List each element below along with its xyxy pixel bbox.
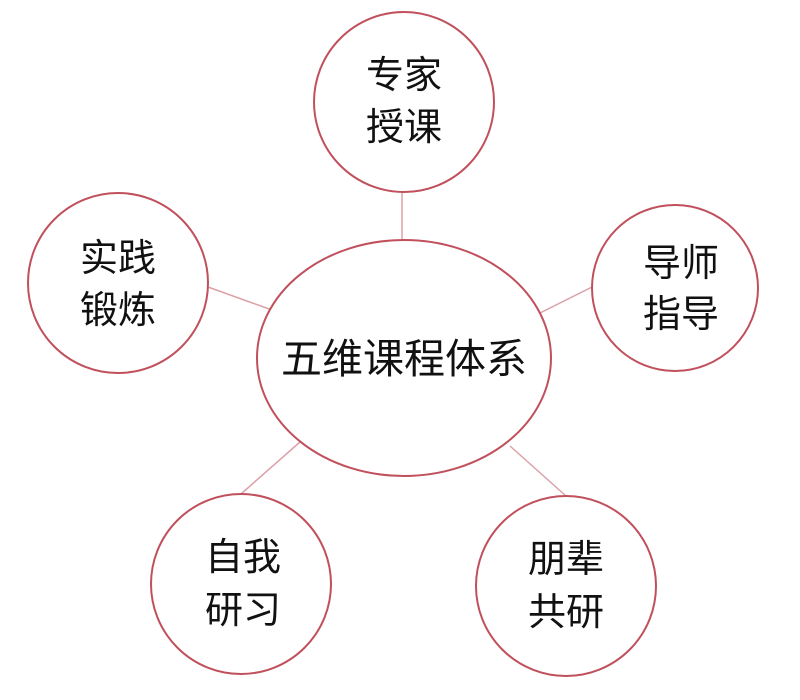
node-left: 实践 锻炼 (27, 192, 209, 374)
node-bottom-left-line1: 自我 (205, 535, 281, 579)
node-bottom-left-line2: 研习 (205, 588, 281, 632)
node-top-line1: 专家 (366, 53, 442, 97)
center-node: 五维课程体系 (256, 239, 552, 477)
node-bottom-left: 自我 研习 (150, 493, 332, 675)
node-right-circle (591, 204, 759, 372)
node-top-circle (313, 11, 495, 193)
node-bottom-left-circle (150, 493, 332, 675)
node-left-circle (27, 192, 209, 374)
connectors (207, 188, 597, 497)
node-bottom-right-line2: 共研 (528, 590, 604, 634)
node-right-line1: 导师 (643, 241, 719, 285)
center-circle (256, 239, 552, 477)
connector-bottom-left (240, 441, 301, 495)
node-right-line2: 指导 (643, 292, 719, 336)
node-top-line2: 授课 (366, 105, 442, 149)
node-top: 专家 授课 (313, 11, 495, 193)
node-bottom-right: 朋辈 共研 (475, 495, 657, 677)
connector-right (537, 284, 597, 315)
node-bottom-right-line1: 朋辈 (528, 537, 604, 581)
connector-left (207, 286, 273, 311)
node-bottom-right-circle (475, 495, 657, 677)
node-left-line2: 锻炼 (80, 288, 156, 332)
node-left-line1: 实践 (80, 236, 156, 280)
node-right: 导师 指导 (591, 204, 759, 372)
center-label: 五维课程体系 (281, 335, 527, 383)
connector-bottom-right (509, 445, 567, 497)
